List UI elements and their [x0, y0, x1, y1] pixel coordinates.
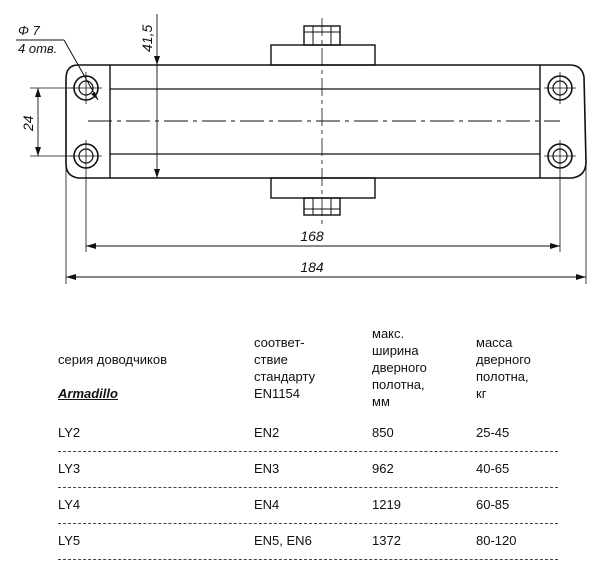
cell-model: LY5 [58, 533, 81, 548]
cell-standard: EN2 [254, 425, 280, 440]
cell-model: LY3 [58, 461, 81, 476]
table-row: LY3 EN3 962 40-65 [58, 452, 558, 488]
cell-standard: EN4 [254, 497, 280, 512]
cell-width: 1219 [372, 497, 401, 512]
dimension-184: 184 [65, 165, 587, 284]
cell-width: 962 [372, 461, 394, 476]
dimension-24: 24 [20, 87, 74, 157]
header-series-brand: Armadillo [58, 386, 118, 401]
door-closer-technical-drawing: Φ 7 4 отв. 24 41,5 168 184 [16, 14, 587, 284]
cell-standard: EN5, EN6 [254, 533, 312, 548]
table-row: LY5 EN5, EN6 1372 80-120 [58, 524, 558, 560]
mounting-hole-bottom-left [70, 140, 102, 172]
cell-standard: EN3 [254, 461, 280, 476]
bottom-mounting-boss [270, 177, 376, 216]
header-mass: масса дверного полотна, кг [476, 335, 531, 401]
header-max-width: макс. ширина дверного полотна, мм [372, 326, 427, 409]
cell-mass: 60-85 [476, 497, 510, 512]
specification-table: серия доводчиков Armadillo соответ- стви… [58, 308, 558, 560]
dimension-168: 168 [85, 172, 561, 252]
hole-callout: Φ 7 4 отв. [16, 23, 99, 101]
table-row: LY4 EN4 1219 60-85 [58, 488, 558, 524]
table-header: серия доводчиков Armadillo соответ- стви… [58, 308, 558, 416]
cell-model: LY2 [58, 425, 81, 440]
hole-count-label: 4 отв. [18, 41, 57, 56]
mounting-hole-top-right [544, 72, 576, 104]
header-series: серия доводчиков Armadillo [58, 334, 167, 402]
top-mounting-boss [270, 25, 376, 66]
dimension-41-5: 41,5 [139, 14, 160, 178]
cell-width: 850 [372, 425, 394, 440]
closer-body [65, 18, 587, 225]
dimension-41-5-label: 41,5 [139, 25, 155, 52]
cell-mass: 25-45 [476, 425, 510, 440]
cell-mass: 40-65 [476, 461, 510, 476]
mounting-hole-bottom-right [544, 140, 576, 172]
dimension-168-label: 168 [300, 228, 324, 244]
dimension-24-label: 24 [20, 115, 36, 132]
cell-mass: 80-120 [476, 533, 517, 548]
cell-model: LY4 [58, 497, 81, 512]
dimension-184-label: 184 [300, 259, 324, 275]
hole-diameter-label: Φ 7 [18, 23, 40, 38]
header-series-label: серия доводчиков [58, 352, 167, 367]
table-row: LY2 EN2 850 25-45 [58, 416, 558, 452]
cell-width: 1372 [372, 533, 401, 548]
header-standard: соответ- ствие стандарту EN1154 [254, 335, 316, 401]
